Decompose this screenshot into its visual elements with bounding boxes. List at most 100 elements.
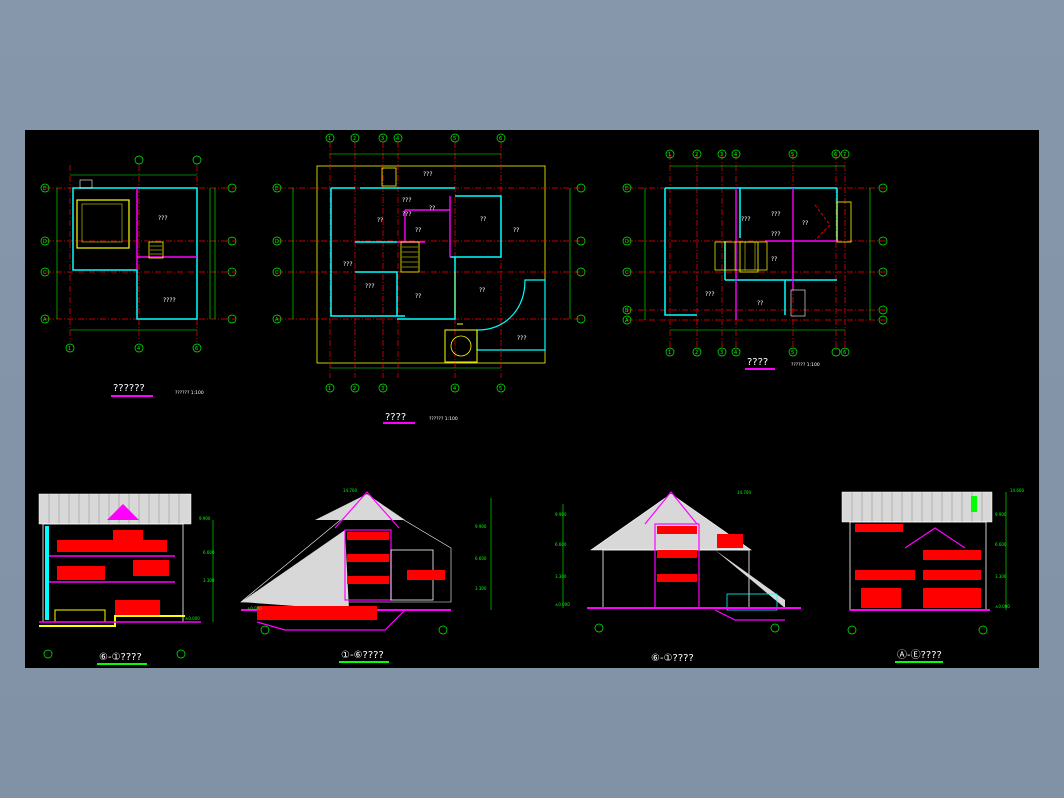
elevation-mark: 6.600	[555, 542, 567, 547]
axis-tag: 4	[453, 386, 456, 392]
room-label: ??	[757, 300, 763, 307]
room-label: ??	[771, 256, 777, 263]
elevation-title: ⑥-①????	[99, 652, 142, 663]
axis-tag: E	[625, 186, 628, 192]
plan-scale: ?????? 1:100	[429, 416, 458, 422]
axis-tag: 1	[328, 136, 331, 142]
axis-tag: D	[625, 239, 629, 245]
axis-tag: 4	[734, 350, 737, 356]
elevation-4[interactable]: ±0.000 3.300 6.600 9.900 14.600 Ⓐ-Ⓔ????	[841, 488, 1024, 663]
axis-tag: 1	[668, 152, 671, 158]
axis-tag: E	[43, 186, 46, 192]
axis-tag: A	[275, 317, 279, 323]
axis-tag: B	[625, 308, 629, 314]
room-label: ???	[771, 231, 781, 238]
axis-tag: E	[275, 186, 278, 192]
elevation-mark: 14.700	[343, 488, 357, 493]
axis-tag: 6	[843, 350, 846, 356]
axis-tag: 3	[720, 350, 723, 356]
room-label: ??	[429, 205, 435, 212]
room-label: ??	[377, 217, 383, 224]
room-label: ???	[158, 215, 168, 222]
elevation-mark: 9.900	[995, 512, 1007, 517]
cad-drawing: ??? ???? 1 4 6 E D C A ?????? ?????? 1:1…	[38, 133, 1024, 665]
elevation-title: ⑥-①????	[651, 653, 694, 664]
axis-tag: D	[275, 239, 279, 245]
axis-tag: 2	[353, 386, 356, 392]
elevation-mark: 14.600	[1010, 488, 1024, 493]
floor-plan-2[interactable]: ?? ??? ??? ?? ?? ?? ?? ??? ??? ?? ?? ???…	[272, 133, 586, 424]
room-label: ???	[402, 211, 412, 218]
floor-plan-3[interactable]: ??? ?? ??? ??? ?? ??? ?? 1 2 3 4 5 6 7 1…	[622, 149, 888, 370]
elevation-title: Ⓐ-Ⓔ????	[897, 649, 942, 661]
room-label: ????	[163, 297, 176, 304]
elevation-mark: ±0.000	[185, 616, 200, 621]
room-label: ???	[365, 283, 375, 290]
axis-tag: A	[625, 318, 629, 324]
axis-tag: D	[43, 239, 47, 245]
room-label: ??	[479, 287, 485, 294]
axis-tag: A	[43, 317, 47, 323]
axis-tag: 5	[791, 152, 794, 158]
room-label: ??	[513, 227, 519, 234]
plan-title: ??????	[113, 383, 145, 394]
room-label: ???	[771, 211, 781, 218]
room-label: ???	[343, 261, 353, 268]
elevation-mark: 3.300	[995, 574, 1007, 579]
elevation-mark: 14.700	[737, 490, 751, 495]
axis-tag: C	[275, 270, 279, 276]
axis-tag: 1	[68, 346, 71, 352]
room-label: ??	[480, 216, 486, 223]
axis-tag: 6	[834, 152, 837, 158]
axis-tag: 3	[381, 136, 384, 142]
axis-tag: 5	[453, 136, 456, 142]
elevation-2[interactable]: ±0.000 3.300 6.600 9.900 14.700 ①-⑥????	[240, 488, 492, 663]
elevation-mark: 6.600	[475, 556, 487, 561]
drawing-canvas[interactable]: ??? ???? 1 4 6 E D C A ?????? ?????? 1:1…	[25, 130, 1039, 668]
floor-plan-1[interactable]: ??? ???? 1 4 6 E D C A ?????? ?????? 1:1…	[40, 155, 237, 397]
axis-tag: 6	[195, 346, 198, 352]
elevation-mark: 9.900	[475, 524, 487, 529]
plan-scale: ?????? 1:100	[175, 390, 204, 396]
axis-tag: C	[43, 270, 47, 276]
elevation-mark: 6.600	[995, 542, 1007, 547]
room-label: ???	[517, 335, 527, 342]
axis-tag: 4	[734, 152, 737, 158]
axis-tag: 1	[668, 350, 671, 356]
elevation-mark: 3.300	[475, 586, 487, 591]
axis-tag: 1	[328, 386, 331, 392]
axis-tag: C	[625, 270, 629, 276]
elevation-title: ①-⑥????	[341, 650, 384, 661]
elevation-1[interactable]: ±0.000 3.300 6.600 9.900 ⑥-①????	[38, 493, 215, 665]
axis-tag: 4	[396, 136, 399, 142]
elevation-mark: 3.300	[555, 574, 567, 579]
axis-tag: 3	[381, 386, 384, 392]
plan-title: ????	[747, 357, 768, 368]
axis-tag: 2	[695, 350, 698, 356]
axis-tag: 2	[695, 152, 698, 158]
axis-tag: 2	[353, 136, 356, 142]
plan-scale: ?????? 1:100	[791, 362, 820, 368]
elevation-mark: ±0.000	[247, 606, 262, 611]
room-label: ???	[402, 197, 412, 204]
room-label: ??	[415, 227, 421, 234]
axis-tag: 5	[791, 350, 794, 356]
elevation-mark: 3.300	[203, 578, 215, 583]
room-label: ??	[415, 293, 421, 300]
room-label: ??	[802, 220, 808, 227]
room-label: ???	[741, 216, 751, 223]
room-label: ???	[705, 291, 715, 298]
elevation-mark: ±0.000	[555, 602, 570, 607]
elevation-mark: 9.900	[555, 512, 567, 517]
room-label: ???	[423, 171, 433, 178]
elevation-mark: 6.600	[203, 550, 215, 555]
axis-tag: 3	[720, 152, 723, 158]
elevation-mark: ±0.000	[995, 604, 1010, 609]
axis-tag: 7	[843, 152, 846, 158]
axis-tag: 5	[499, 386, 502, 392]
axis-tag: 4	[137, 346, 140, 352]
plan-title: ????	[385, 412, 406, 423]
elevation-mark: 9.900	[199, 516, 211, 521]
elevation-3[interactable]: ±0.000 3.300 6.600 9.900 14.700 ⑥-①????	[555, 490, 801, 664]
axis-tag: 6	[499, 136, 502, 142]
